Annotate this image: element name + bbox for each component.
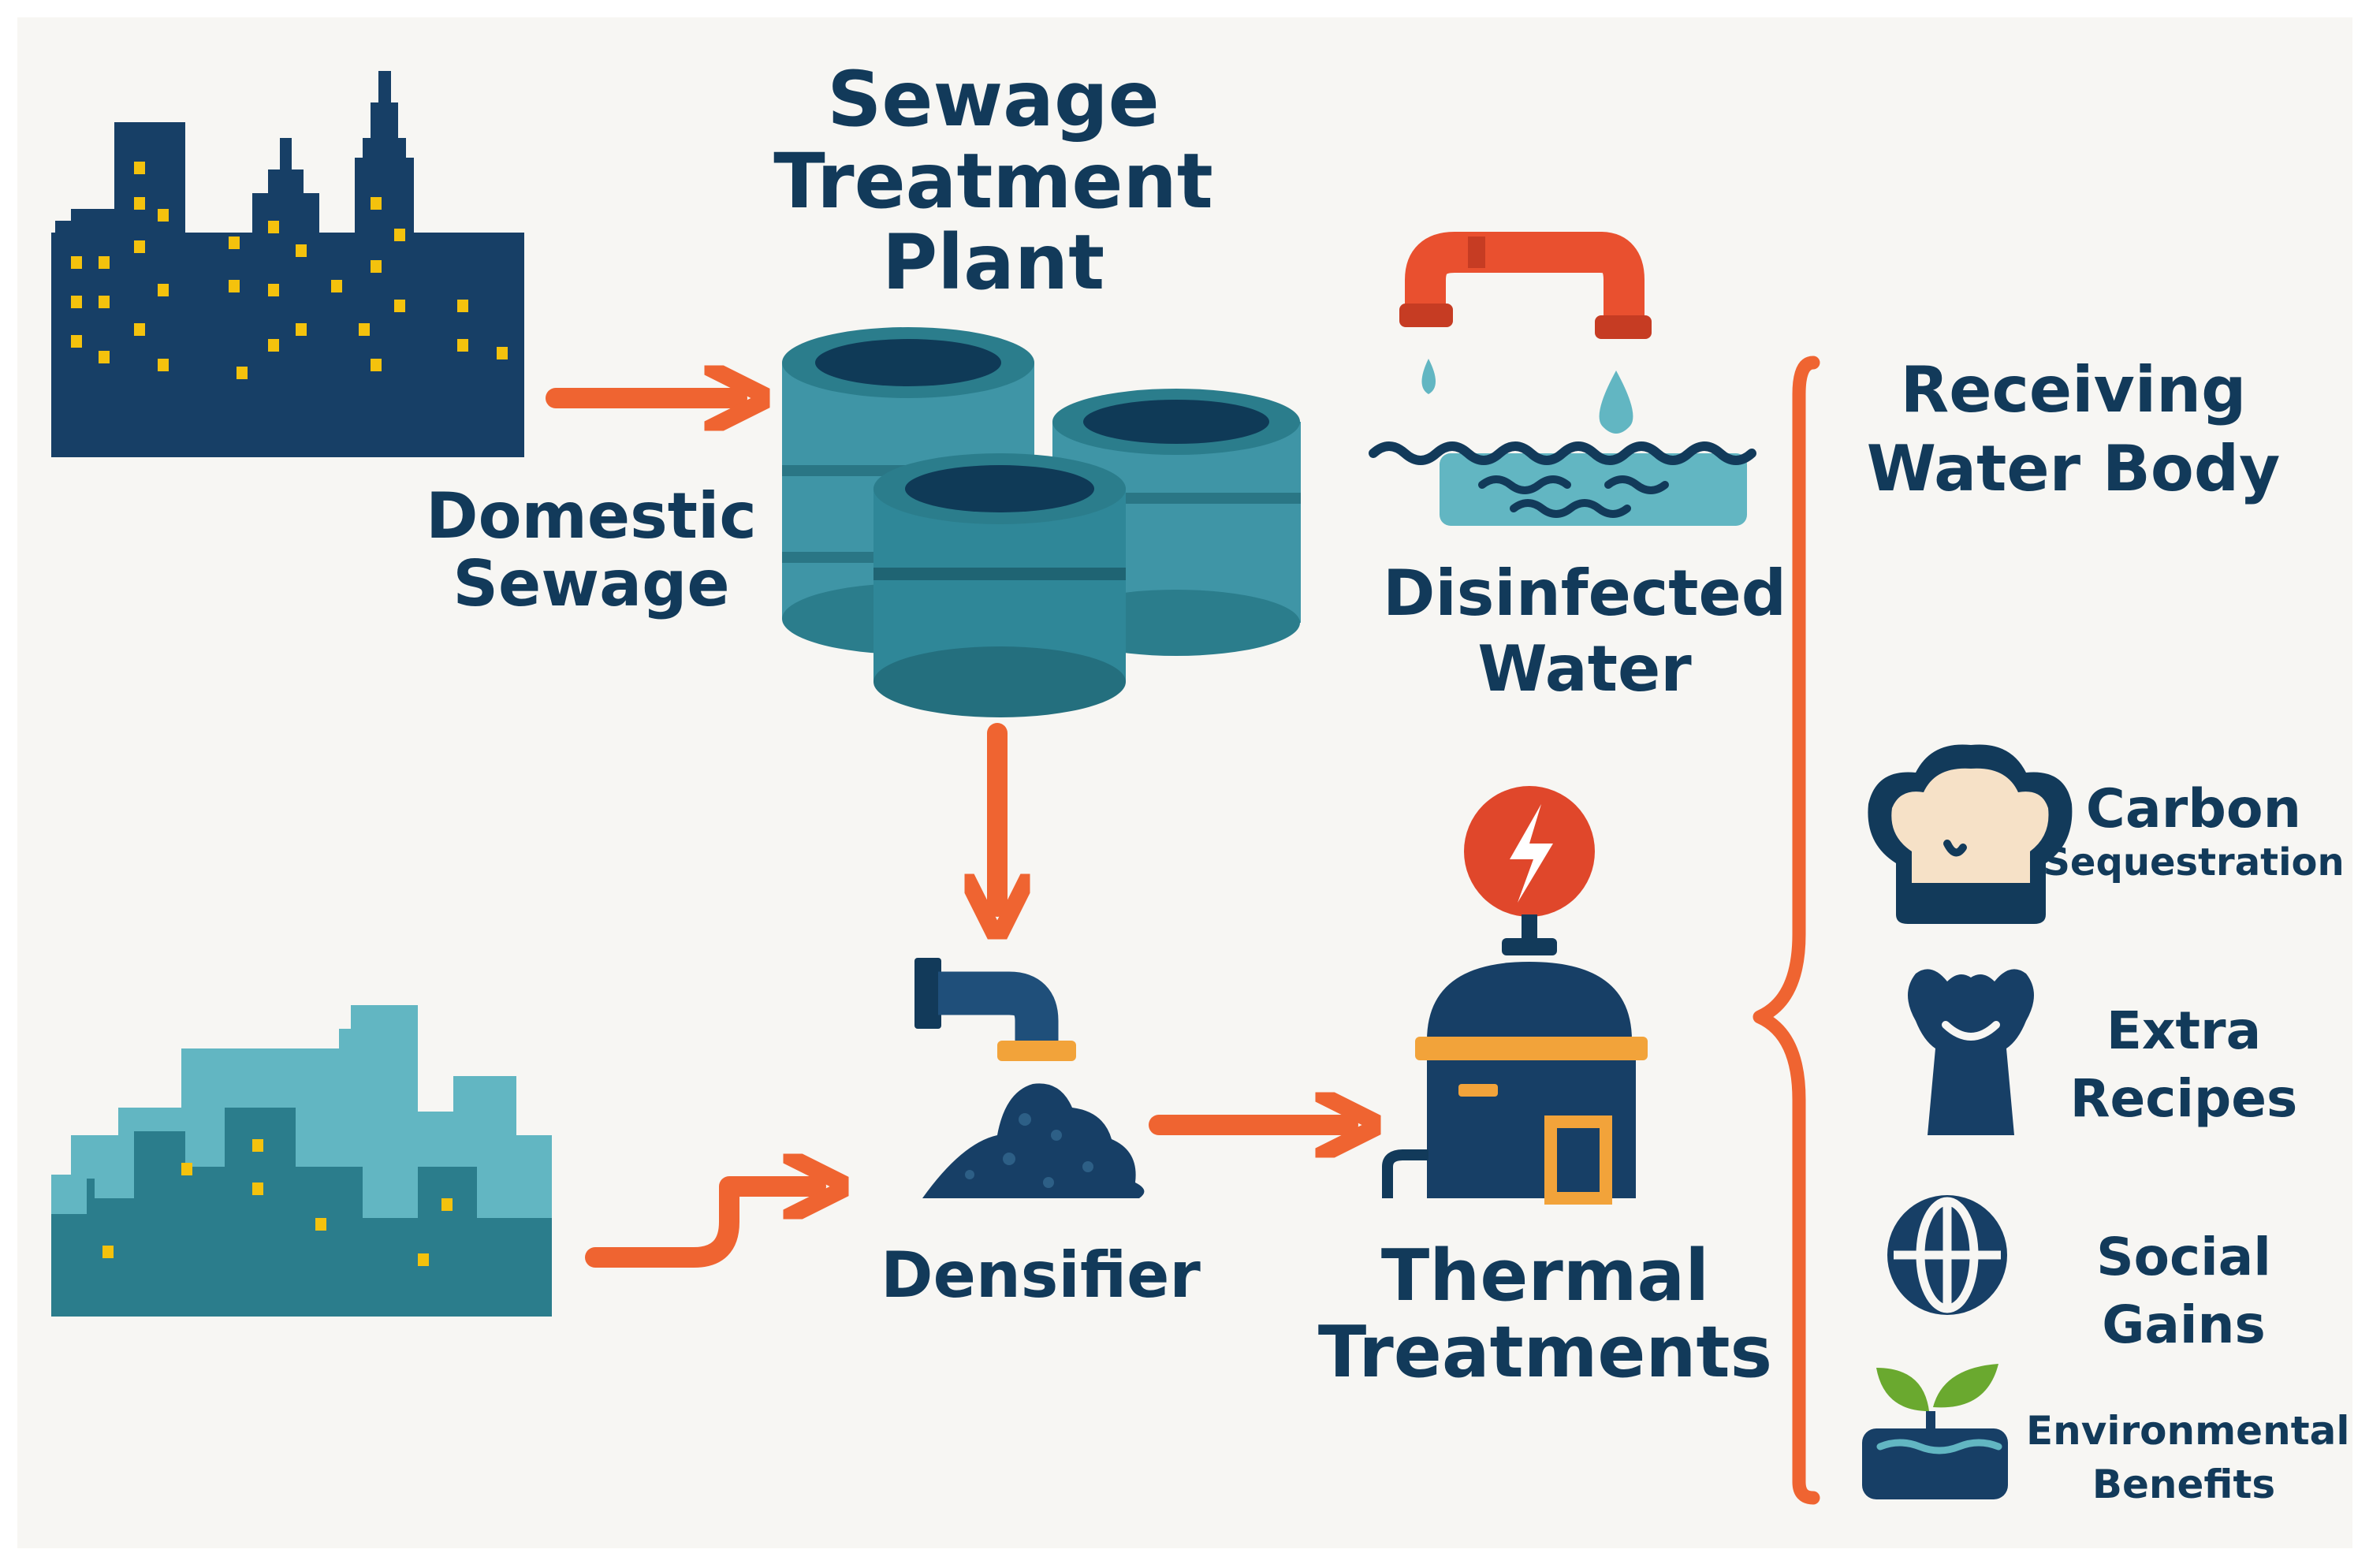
sewage-treatment-plant-title: Sewage Treatment Plant (773, 55, 1213, 307)
faucet-water-icon (1369, 232, 1756, 526)
city-skyline-icon (51, 71, 524, 457)
thermal-treatments-label: Thermal Treatments (1317, 1235, 1773, 1395)
benefit-carbon-sequestration: Carbon Sequestration (2043, 778, 2345, 885)
receiving-water-body-label: Receiving Water Body (1866, 353, 2281, 505)
dish-icon (1908, 969, 2034, 1135)
benefit-environmental-benefits: Environmental Benefits (2026, 1408, 2350, 1507)
sprout-icon (1862, 1364, 2008, 1499)
industrial-skyline-icon (51, 1005, 552, 1317)
benefit-social-gains: Social Gains (2096, 1227, 2271, 1355)
densifier-icon (914, 958, 1145, 1198)
globe-icon (1887, 1195, 2007, 1315)
arrow-industry-to-densifier (585, 1186, 816, 1268)
disinfected-water-label: Disinfected Water (1382, 557, 1787, 706)
chef-hat-icon (1868, 744, 2073, 924)
densifier-label: Densifier (881, 1238, 1201, 1312)
grouping-brace (1753, 356, 1820, 1505)
benefit-extra-recipes: Extra Recipes (2069, 1000, 2298, 1129)
treatment-tanks-icon (782, 327, 1301, 717)
thermal-treatment-icon (1382, 786, 1648, 1205)
domestic-sewage-label: Domestic Sewage (426, 479, 757, 621)
